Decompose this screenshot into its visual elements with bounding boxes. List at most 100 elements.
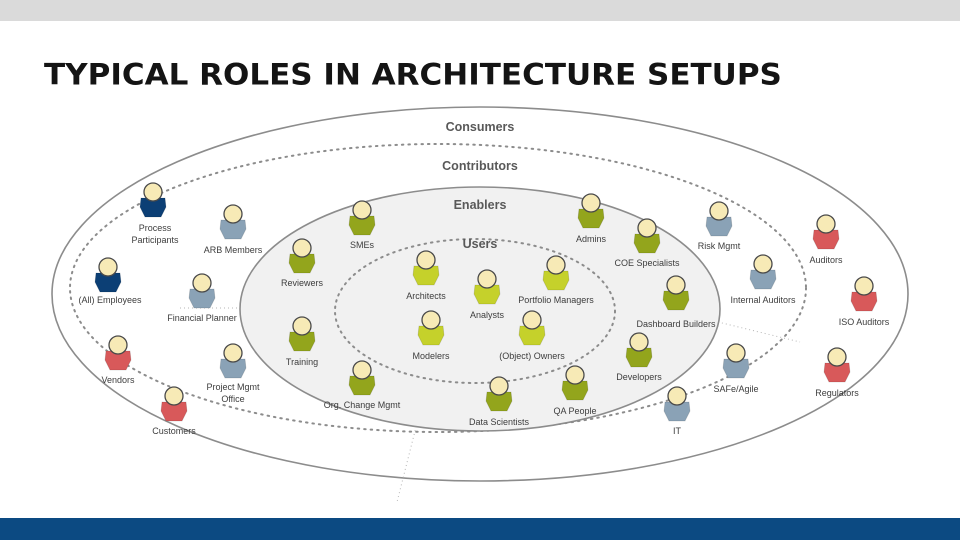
dotted-connector-right <box>717 321 801 343</box>
person-icon <box>663 386 691 422</box>
role-dashboard-builders: Dashboard Builders <box>636 275 716 329</box>
person-icon <box>104 335 132 371</box>
role-label: Admins <box>576 234 607 244</box>
role-label-line: Internal Auditors <box>730 295 796 305</box>
role-qa-people: QA People <box>553 365 597 416</box>
role-label: SMEs <box>350 240 375 250</box>
role-label: Training <box>286 357 318 367</box>
role-label: Internal Auditors <box>730 295 796 305</box>
person-icon <box>662 275 690 311</box>
person-icon <box>561 365 589 401</box>
role-label: QA People <box>553 406 596 416</box>
role-label: SAFe/Agile <box>713 384 758 394</box>
ring-label-contributors: Contributors <box>442 159 518 173</box>
role-developers: Developers <box>616 332 662 382</box>
role-label-line: (Object) Owners <box>499 351 565 361</box>
person-icon <box>473 269 501 305</box>
role-iso-auditors: ISO Auditors <box>839 276 890 327</box>
ring-label-enablers: Enablers <box>454 198 507 212</box>
person-icon <box>749 254 777 290</box>
role-auditors: Auditors <box>809 214 843 265</box>
person-icon <box>812 214 840 250</box>
role-label: Dashboard Builders <box>636 319 716 329</box>
person-icon <box>94 257 122 293</box>
person-icon <box>542 255 570 291</box>
top-bar <box>0 0 960 21</box>
person-icon <box>417 310 445 346</box>
person-icon <box>288 238 316 274</box>
role-it: IT <box>663 386 691 436</box>
person-icon <box>625 332 653 368</box>
role-label-line: Data Scientists <box>469 417 530 427</box>
role-label-line: Developers <box>616 372 662 382</box>
role-label-line: Risk Mgmt <box>698 241 741 251</box>
role-label: ISO Auditors <box>839 317 890 327</box>
ring-label-consumers: Consumers <box>446 120 515 134</box>
role-label-line: (All) Employees <box>78 295 142 305</box>
role-label: Modelers <box>412 351 450 361</box>
role-label: Reviewers <box>281 278 324 288</box>
person-icon <box>219 343 247 379</box>
person-icon <box>823 347 851 383</box>
person-icon <box>577 193 605 229</box>
role-smes: SMEs <box>348 200 376 250</box>
role-label: Analysts <box>470 310 505 320</box>
ring-label-users: Users <box>463 237 498 251</box>
role-label-line: Office <box>221 394 244 404</box>
role-internal-auditors: Internal Auditors <box>730 254 796 305</box>
role-coe-specialists: COE Specialists <box>614 218 680 268</box>
role-label-line: Participants <box>131 235 179 245</box>
person-icon <box>348 360 376 396</box>
role-regulators: Regulators <box>815 347 859 398</box>
role-label: Risk Mgmt <box>698 241 741 251</box>
role-vendors: Vendors <box>101 335 135 385</box>
role-label: ARB Members <box>204 245 263 255</box>
role-modelers: Modelers <box>412 310 450 361</box>
consumers-ring <box>51 106 909 482</box>
role-label-line: Project Mgmt <box>206 382 260 392</box>
role-data-scientists: Data Scientists <box>469 376 530 427</box>
role-label-line: Architects <box>406 291 446 301</box>
person-icon <box>485 376 513 412</box>
role-org-change-mgmt: Org. Change Mgmt <box>324 360 401 410</box>
role-label: Developers <box>616 372 662 382</box>
person-icon <box>348 200 376 236</box>
role-label-line: COE Specialists <box>614 258 680 268</box>
contributors-ring <box>69 143 807 433</box>
role-portfolio-managers: Portfolio Managers <box>518 255 594 305</box>
role-arb-members: ARB Members <box>204 204 263 255</box>
role-architects: Architects <box>406 250 446 301</box>
page-title: TYPICAL ROLES IN ARCHITECTURE SETUPS <box>44 58 782 93</box>
role-label: Portfolio Managers <box>518 295 594 305</box>
role-training: Training <box>286 316 318 367</box>
role-label-line: Reviewers <box>281 278 324 288</box>
role-label: (Object) Owners <box>499 351 565 361</box>
role-label: Auditors <box>809 255 843 265</box>
person-icon <box>412 250 440 286</box>
person-icon <box>633 218 661 254</box>
person-icon <box>160 386 188 422</box>
role-label-line: SMEs <box>350 240 375 250</box>
role-label-line: Customers <box>152 426 196 436</box>
person-icon <box>722 343 750 379</box>
role-risk-mgmt: Risk Mgmt <box>698 201 741 251</box>
role-label: COE Specialists <box>614 258 680 268</box>
person-icon <box>139 182 167 218</box>
role-label-line: QA People <box>553 406 596 416</box>
role-label: Regulators <box>815 388 859 398</box>
role-label-line: Portfolio Managers <box>518 295 594 305</box>
role-analysts: Analysts <box>470 269 505 320</box>
role-label: IT <box>673 426 682 436</box>
role-label-line: Analysts <box>470 310 505 320</box>
role-label-line: Auditors <box>809 255 843 265</box>
role-label: Financial Planner <box>167 313 237 323</box>
role-customers: Customers <box>152 386 196 436</box>
person-icon <box>188 273 216 309</box>
role-reviewers: Reviewers <box>281 238 324 288</box>
role-label-line: ISO Auditors <box>839 317 890 327</box>
